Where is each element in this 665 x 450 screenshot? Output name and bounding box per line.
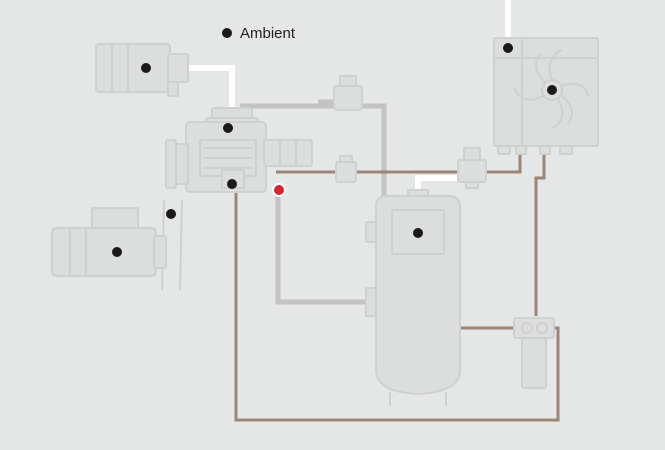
legend-ambient-label: Ambient — [240, 25, 296, 42]
brown-pipe-bottom-loop — [234, 184, 560, 422]
white-pipe-motor-to-valve — [186, 65, 235, 110]
oil-filter — [513, 317, 555, 389]
gray-pipe-return-to-tank — [275, 192, 376, 305]
point-compressor-block — [227, 179, 237, 189]
separator-valve — [457, 147, 487, 189]
brown-pipe-cooler-return — [534, 154, 546, 316]
point-fan-motor — [141, 63, 151, 73]
measurement-points — [112, 43, 557, 257]
solenoid-valve-oil-line — [335, 155, 357, 183]
point-discharge-red — [272, 183, 286, 197]
point-drive-belt — [166, 209, 176, 219]
point-drive-motor — [112, 247, 122, 257]
point-cooler-inlet — [503, 43, 513, 53]
oil-cooler — [493, 37, 599, 155]
receiver-tank — [365, 189, 461, 406]
brown-pipes — [234, 154, 560, 422]
brown-pipe-to-cooler — [356, 154, 522, 174]
compressor-block — [185, 121, 313, 193]
legend-ambient-dot — [222, 28, 232, 38]
white-pipe-tank-to-separator — [415, 175, 470, 194]
cooler-fan-icon — [513, 49, 589, 129]
point-receiver-tank — [413, 228, 423, 238]
fan-motor — [95, 43, 189, 97]
point-cooler-fan — [547, 85, 557, 95]
gray-pipe-top-loop — [240, 103, 387, 196]
point-inlet-valve — [223, 123, 233, 133]
white-pipes — [186, 0, 511, 194]
drive-motor — [51, 207, 167, 277]
legend: Ambient — [222, 25, 296, 42]
solenoid-valve-top — [333, 75, 363, 111]
drive-pulley — [161, 139, 189, 291]
